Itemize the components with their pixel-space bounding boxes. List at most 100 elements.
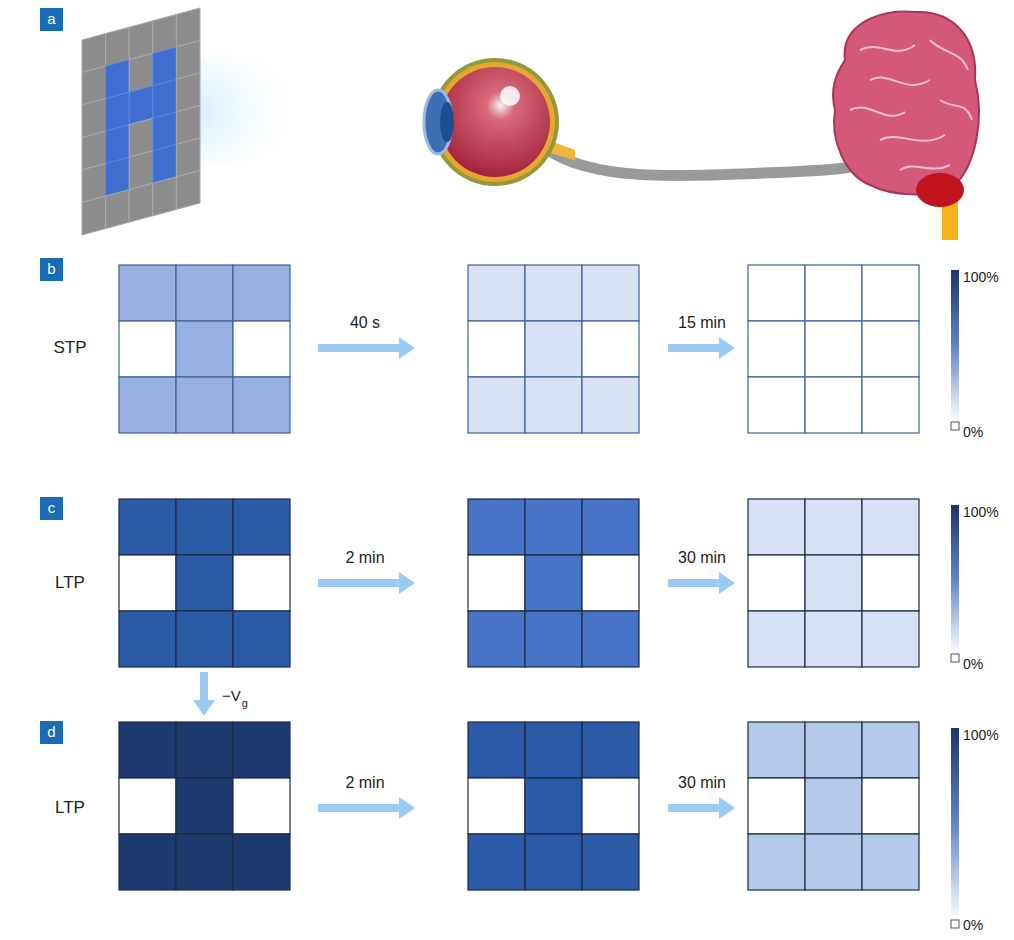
time-label: 40 s <box>350 314 380 332</box>
grid-pixel <box>233 778 290 834</box>
grid-pixel <box>748 778 805 834</box>
grid-pixel <box>468 611 525 667</box>
color-bar <box>951 505 959 662</box>
grid-pixel <box>233 265 290 321</box>
grid-pixel <box>805 265 862 321</box>
grid-pixel <box>468 377 525 433</box>
time-arrow <box>318 797 415 819</box>
grid-pixel <box>119 722 176 778</box>
grid-pixel <box>525 722 582 778</box>
grid-pixel <box>176 321 233 377</box>
grid-pixel <box>805 321 862 377</box>
color-gradient <box>951 505 959 654</box>
grid-pixel <box>748 555 805 611</box>
grid-pixel <box>805 834 862 890</box>
time-arrow <box>318 572 415 594</box>
grid-pixel <box>525 834 582 890</box>
panel-letter: a <box>40 8 63 31</box>
time-label: 30 min <box>678 774 726 792</box>
eye-illustration <box>424 58 575 186</box>
screen-pixel <box>176 171 200 210</box>
row-label: STP <box>53 339 86 358</box>
scale-label: 100% <box>963 728 999 743</box>
grid-pixel <box>525 499 582 555</box>
grid-pixel <box>468 499 525 555</box>
grid-pixel <box>582 377 639 433</box>
panel-letter: d <box>40 721 63 744</box>
grid-pixel <box>468 321 525 377</box>
scale-label: 100% <box>963 270 999 285</box>
grid-pixel <box>582 265 639 321</box>
grid-pixel <box>805 611 862 667</box>
gate-arrow <box>193 672 215 716</box>
grid-pixel <box>582 499 639 555</box>
grid-pixel <box>748 265 805 321</box>
color-gradient <box>951 728 959 920</box>
grid-pixel <box>805 377 862 433</box>
grid-pixel <box>525 377 582 433</box>
color-zero <box>951 920 959 928</box>
grid-pixel <box>468 722 525 778</box>
grid-pixel <box>233 722 290 778</box>
color-zero <box>951 654 959 662</box>
grid-pixel <box>748 834 805 890</box>
color-bars <box>951 270 959 928</box>
time-label: 2 min <box>345 549 384 567</box>
grid-pixel <box>119 611 176 667</box>
grid-pixel <box>119 555 176 611</box>
grid-pixel <box>233 499 290 555</box>
grid-pixel <box>862 321 919 377</box>
grid-pixel <box>748 321 805 377</box>
grid-pixel <box>582 722 639 778</box>
scale-label: 0% <box>963 918 983 933</box>
time-label: 30 min <box>678 549 726 567</box>
row-label: LTP <box>55 574 85 593</box>
grid-pixel <box>748 499 805 555</box>
grid-pixel <box>525 611 582 667</box>
grid-pixel <box>862 499 919 555</box>
time-arrow <box>668 572 735 594</box>
grid-pixel <box>525 555 582 611</box>
row-label: LTP <box>55 799 85 818</box>
grid-pixel <box>176 722 233 778</box>
grid-pixel <box>468 265 525 321</box>
grid-pixel <box>525 778 582 834</box>
grid-pixel <box>119 834 176 890</box>
grid-pixel <box>119 499 176 555</box>
grid-pixel <box>862 377 919 433</box>
scale-label: 0% <box>963 425 983 440</box>
grid-pixel <box>582 778 639 834</box>
grid-pixel <box>176 778 233 834</box>
screen-pixel <box>82 196 106 235</box>
time-label: 15 min <box>678 314 726 332</box>
grid-pixel <box>468 778 525 834</box>
grid-pixel <box>748 611 805 667</box>
time-arrow <box>668 797 735 819</box>
scale-label: 100% <box>963 505 999 520</box>
grid-pixel <box>862 611 919 667</box>
grid-pixel <box>862 778 919 834</box>
gate-voltage: −V <box>222 688 241 705</box>
grid-pixel <box>176 555 233 611</box>
grid-pixel <box>176 611 233 667</box>
grid-pixel <box>233 377 290 433</box>
grid-pixel <box>468 555 525 611</box>
screen-pixel <box>129 183 153 222</box>
pixel-grids <box>119 265 919 890</box>
grid-pixel <box>805 499 862 555</box>
grid-pixel <box>119 265 176 321</box>
color-bar <box>951 728 959 928</box>
grid-pixel <box>176 499 233 555</box>
grid-pixel <box>233 555 290 611</box>
grid-pixel <box>119 377 176 433</box>
time-arrow <box>668 337 735 359</box>
grid-pixel <box>582 611 639 667</box>
grid-pixel <box>176 834 233 890</box>
screen-pixel <box>106 190 130 229</box>
panel-letter: c <box>40 497 63 520</box>
grid-pixel <box>119 778 176 834</box>
panel-letter: b <box>40 258 63 281</box>
grid-pixel <box>233 321 290 377</box>
grid-pixel <box>582 834 639 890</box>
